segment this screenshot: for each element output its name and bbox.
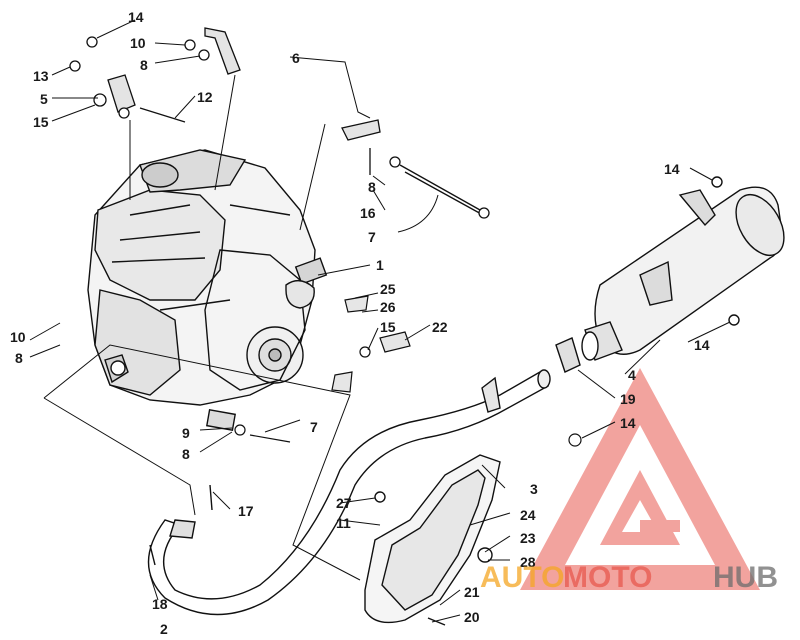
heat-shield	[364, 454, 501, 626]
watermark-text: AUTO MOTO HUB	[480, 561, 778, 594]
callout-17: 17	[238, 503, 254, 519]
callout-24: 24	[520, 507, 536, 523]
engine-assembly	[87, 149, 328, 431]
callout-20: 20	[464, 609, 480, 625]
callout-18: 18	[152, 596, 168, 612]
callout-26: 26	[380, 299, 396, 315]
clamp-hardware	[234, 295, 582, 447]
callout-10b: 10	[10, 329, 26, 345]
callout-19: 19	[620, 391, 636, 407]
callout-5: 5	[40, 91, 48, 107]
callout-2: 2	[160, 621, 168, 637]
callout-3: 3	[530, 481, 538, 497]
watermark-moto: MOTO	[563, 561, 652, 594]
callout-14a: 14	[128, 9, 144, 25]
callout-9: 9	[182, 425, 190, 441]
callout-6: 6	[292, 50, 300, 66]
callout-1: 1	[376, 257, 384, 273]
callout-12: 12	[197, 89, 213, 105]
callout-21: 21	[464, 584, 480, 600]
callout-15b: 15	[380, 319, 396, 335]
callout-10a: 10	[130, 35, 146, 51]
watermark-logo	[520, 368, 760, 590]
exhaust-pipe	[147, 369, 551, 616]
callout-14c: 14	[694, 337, 710, 353]
watermark-hub: HUB	[713, 561, 778, 594]
callout-14b: 14	[664, 161, 680, 177]
upper-bracket-hardware	[69, 27, 490, 219]
callout-13: 13	[33, 68, 49, 84]
callout-8d: 8	[182, 446, 190, 462]
callout-8c: 8	[15, 350, 23, 366]
callout-11: 11	[336, 515, 351, 531]
callout-27: 27	[336, 495, 352, 511]
callout-4: 4	[628, 367, 636, 383]
callout-7a: 7	[368, 229, 376, 245]
callout-labels: 14 10 8 13 5 12 15 6 8 16 7 1 25 26 15 2…	[10, 9, 710, 637]
callout-28: 28	[520, 554, 536, 570]
callout-14d: 14	[620, 415, 636, 431]
callout-16: 16	[360, 205, 376, 221]
leader-lines	[29, 19, 731, 623]
watermark-auto: AUTO	[480, 561, 564, 594]
callout-7b: 7	[310, 419, 318, 435]
callout-15a: 15	[33, 114, 49, 130]
muffler	[555, 176, 785, 373]
callout-23: 23	[520, 530, 536, 546]
callout-22: 22	[432, 319, 448, 335]
callout-8a: 8	[140, 57, 148, 73]
callout-8b: 8	[368, 179, 376, 195]
callout-25: 25	[380, 281, 396, 297]
